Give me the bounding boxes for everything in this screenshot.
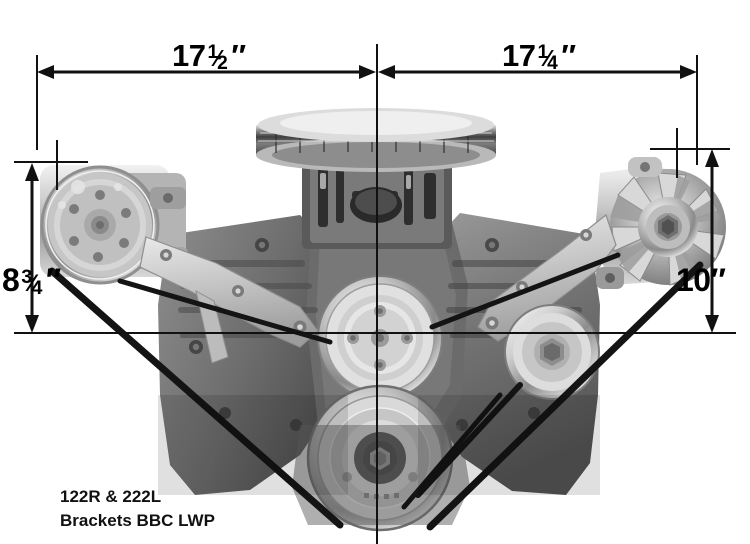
crank-centerline-baseline <box>14 332 736 334</box>
left-extension-line <box>36 55 38 150</box>
caption-line-1: 122R & 222L <box>60 487 162 506</box>
right-top-reference-tick <box>650 148 730 150</box>
dim-left-whole: 8 <box>2 262 20 298</box>
right-vertical-top-tick <box>676 128 678 178</box>
engine-photo <box>0 95 750 544</box>
engine-centerline <box>376 44 378 544</box>
dim-top-left-whole: 17 <box>172 38 206 73</box>
dim-top-right-denominator: 4 <box>547 53 558 75</box>
dim-top-right-numerator: 1 <box>537 41 548 63</box>
dim-left-denominator: 4 <box>31 277 42 300</box>
dim-top-right-whole: 17 <box>502 38 536 73</box>
dim-left-unit: ″ <box>45 262 61 298</box>
dim-right-whole: 10 <box>676 262 711 298</box>
left-top-reference-tick <box>14 161 88 163</box>
dim-top-left-numerator: 1 <box>207 41 218 63</box>
caption-line-2: Brackets BBC LWP <box>60 511 215 530</box>
dim-top-right-unit: ″ <box>561 38 576 73</box>
dim-right-unit: ″ <box>710 262 726 298</box>
dim-top-left-unit: ″ <box>231 38 246 73</box>
left-vertical-top-tick <box>56 140 58 190</box>
dim-left-numerator: 3 <box>21 265 32 288</box>
right-extension-line <box>696 55 698 165</box>
dimension-label-right-vertical: 10″ <box>676 262 726 299</box>
dim-top-left-denominator: 2 <box>217 53 228 75</box>
